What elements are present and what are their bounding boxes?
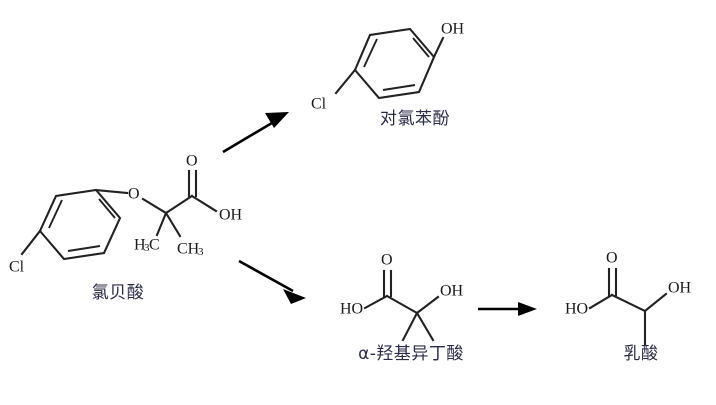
- atom-methyl-right-clofibric: CH 3: [177, 241, 204, 258]
- atom-chlorine-chlorophenol: Cl: [311, 96, 327, 113]
- ring-double-bond-2: [98, 198, 116, 219]
- ring-double-bond-3: [382, 84, 416, 91]
- bond-carbonyl-to-acid-hydroxyl: [588, 293, 614, 310]
- atom-acid-hydroxyl-lactic: HO: [565, 301, 588, 318]
- label-lactic-acid: 乳酸: [624, 344, 659, 364]
- bond-quaternary-to-methyl-right: [164, 211, 182, 238]
- label-hydroxyisobutyric-acid: α-羟基异丁酸: [358, 344, 464, 364]
- bond-quaternary-to-methyl-left: [155, 211, 168, 237]
- arrow-to-hydroxyisobutyric: [238, 259, 306, 304]
- arrow-shaft: [222, 118, 278, 154]
- atom-carbonyl-oxygen-hiba: O: [381, 252, 393, 269]
- svg-text:3: 3: [144, 242, 150, 254]
- ring-double-bond-2: [412, 37, 430, 58]
- atom-hydroxyl-clofibric: OH: [219, 207, 243, 224]
- arrow-head: [283, 289, 306, 304]
- ring-double-bond-3: [67, 245, 101, 252]
- atom-carbonyl-oxygen-clofibric: O: [186, 153, 198, 170]
- atom-carbonyl-oxygen-lactic: O: [606, 250, 618, 267]
- atom-chlorine-clofibric: Cl: [9, 259, 25, 276]
- bond-carbonyl-to-quaternary: [385, 294, 419, 315]
- benzene-ring-clofibric: [38, 188, 122, 261]
- arrow-to-chlorophenol: [222, 112, 289, 154]
- arrow-shaft: [238, 259, 294, 293]
- label-clofibric-acid: 氯贝酸: [92, 283, 145, 303]
- bond-ring-to-hydroxyl: [432, 36, 445, 59]
- atom-hydroxyl-chlorophenol: OH: [441, 21, 465, 38]
- bond-carbonyl-to-hydroxyl: [190, 194, 218, 213]
- bond-quaternary-to-hydroxyl: [415, 295, 440, 315]
- bond-ring-to-ether-oxygen: [94, 188, 129, 195]
- structure-lactic-acid: O HO OH 乳酸: [565, 250, 692, 364]
- svg-text:3: 3: [198, 246, 204, 258]
- bond-quaternary-to-methyl-left: [401, 311, 419, 342]
- structure-hydroxyisobutyric-acid: O HO OH α-羟基异丁酸: [340, 252, 464, 364]
- arrow-to-lactic: [478, 302, 537, 316]
- atom-methyl-left-clofibric: H 3 C: [134, 237, 160, 254]
- label-chlorophenol: 对氯苯酚: [380, 109, 450, 129]
- benzene-ring-chlorophenol: [353, 27, 436, 100]
- bond-quaternary-to-methyl-right: [415, 311, 435, 342]
- svg-text:CH: CH: [177, 241, 200, 258]
- atom-acid-hydroxyl-hiba: HO: [340, 301, 363, 318]
- ring-double-bond-1: [48, 199, 63, 229]
- bond-carbonyl-to-acid-hydroxyl: [363, 294, 389, 310]
- atom-ether-oxygen-clofibric: O: [128, 186, 140, 203]
- bond-ether-to-quaternary-carbon: [141, 197, 168, 215]
- arrow-head: [518, 302, 537, 316]
- structure-clofibric-acid: Cl O O OH H 3 C CH 3 氯贝酸: [9, 153, 243, 303]
- atom-alpha-hydroxyl-hiba: OH: [440, 283, 464, 300]
- ring-double-bond-1: [363, 38, 378, 68]
- arrow-head: [265, 112, 289, 128]
- structure-chlorophenol: Cl OH 对氯苯酚: [311, 21, 465, 129]
- svg-text:H: H: [134, 237, 146, 254]
- ring-hexagon: [38, 188, 122, 261]
- atom-alpha-hydroxyl-lactic: OH: [668, 280, 692, 297]
- bond-ring-to-chlorine: [20, 229, 42, 256]
- svg-text:C: C: [149, 237, 160, 254]
- bond-carbonyl-to-alpha-carbon: [610, 293, 647, 313]
- bond-ring-to-chlorine: [334, 68, 357, 95]
- bond-quaternary-to-carbonyl: [164, 194, 194, 215]
- bond-alpha-to-hydroxyl: [643, 292, 668, 313]
